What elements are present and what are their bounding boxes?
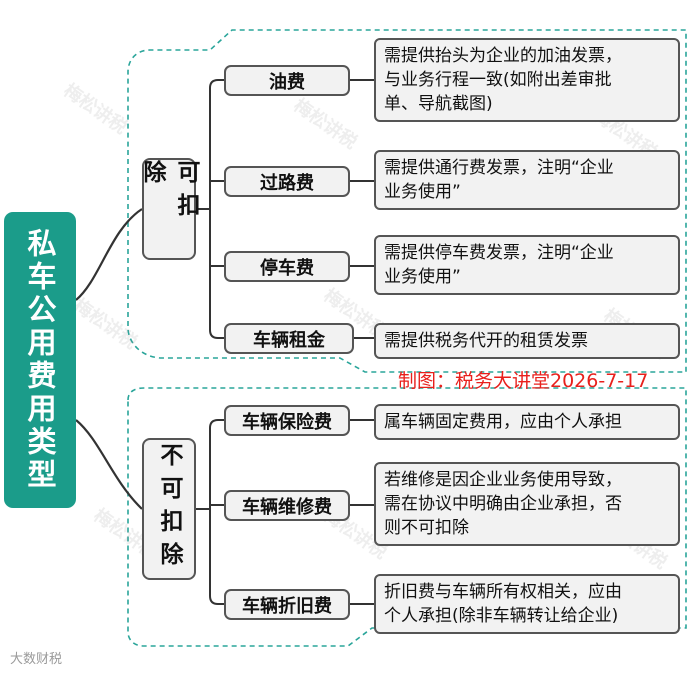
credit-text: 制图：税务大讲堂2026-7-17	[398, 370, 649, 392]
group-outline-nondeductible	[127, 387, 687, 647]
desc-line: 个人承担(除非车辆转让给企业)	[384, 606, 619, 626]
bracket-cat2-spine	[209, 419, 224, 605]
category-label: 不可扣除	[156, 443, 182, 575]
desc-line: 属车辆固定费用，应由个人承担	[384, 412, 622, 432]
item-insurance-fee: 车辆保险费	[224, 405, 350, 436]
category-nondeductible: 不可扣除	[142, 438, 196, 580]
desc-line: 若维修是因企业业务使用导致，	[384, 470, 622, 490]
desc-line: 需提供停车费发票，注明“企业	[384, 243, 614, 263]
desc-line: 需提供抬头为企业的加油发票，	[384, 46, 622, 66]
desc-line: 与业务行程一致(如附出差审批	[384, 70, 612, 90]
desc-line: 折旧费与车辆所有权相关，应由	[384, 582, 622, 602]
desc-line: 业务使用”	[384, 267, 461, 287]
desc-line: 需提供税务代开的租赁发票	[384, 331, 588, 351]
desc-line: 单、导航截图)	[384, 94, 493, 114]
item-toll-fee: 过路费	[224, 166, 350, 197]
desc-depreciation-fee: 折旧费与车辆所有权相关，应由 个人承担(除非车辆转让给企业)	[374, 574, 680, 634]
group-outline-deductible	[127, 29, 687, 373]
desc-vehicle-rent: 需提供税务代开的租赁发票	[374, 323, 680, 359]
category-label: 可扣除	[139, 160, 199, 226]
connector-root-cat2	[75, 419, 143, 510]
desc-line: 需在协议中明确由企业承担，否	[384, 494, 622, 514]
item-depreciation-fee: 车辆折旧费	[224, 589, 350, 620]
item-parking-fee: 停车费	[224, 251, 350, 282]
desc-line: 则不可扣除	[384, 518, 469, 538]
desc-line: 业务使用”	[384, 182, 461, 202]
connector-root-cat1	[75, 208, 143, 301]
bracket-cat1-spine	[209, 79, 224, 339]
desc-parking-fee: 需提供停车费发票，注明“企业 业务使用”	[374, 235, 680, 295]
item-repair-fee: 车辆维修费	[224, 490, 350, 521]
desc-toll-fee: 需提供通行费发票，注明“企业 业务使用”	[374, 150, 680, 210]
item-fuel-fee: 油费	[224, 65, 350, 96]
footer-watermark: 大数财税	[10, 652, 63, 667]
root-node: 私车公用费用类型	[4, 212, 76, 508]
desc-insurance-fee: 属车辆固定费用，应由个人承担	[374, 404, 680, 440]
item-vehicle-rent: 车辆租金	[224, 323, 354, 354]
desc-fuel-fee: 需提供抬头为企业的加油发票， 与业务行程一致(如附出差审批 单、导航截图)	[374, 38, 680, 122]
root-label: 私车公用费用类型	[23, 228, 57, 492]
desc-line: 需提供通行费发票，注明“企业	[384, 158, 614, 178]
category-deductible: 可扣除	[139, 158, 199, 260]
desc-repair-fee: 若维修是因企业业务使用导致， 需在协议中明确由企业承担，否 则不可扣除	[374, 462, 680, 546]
